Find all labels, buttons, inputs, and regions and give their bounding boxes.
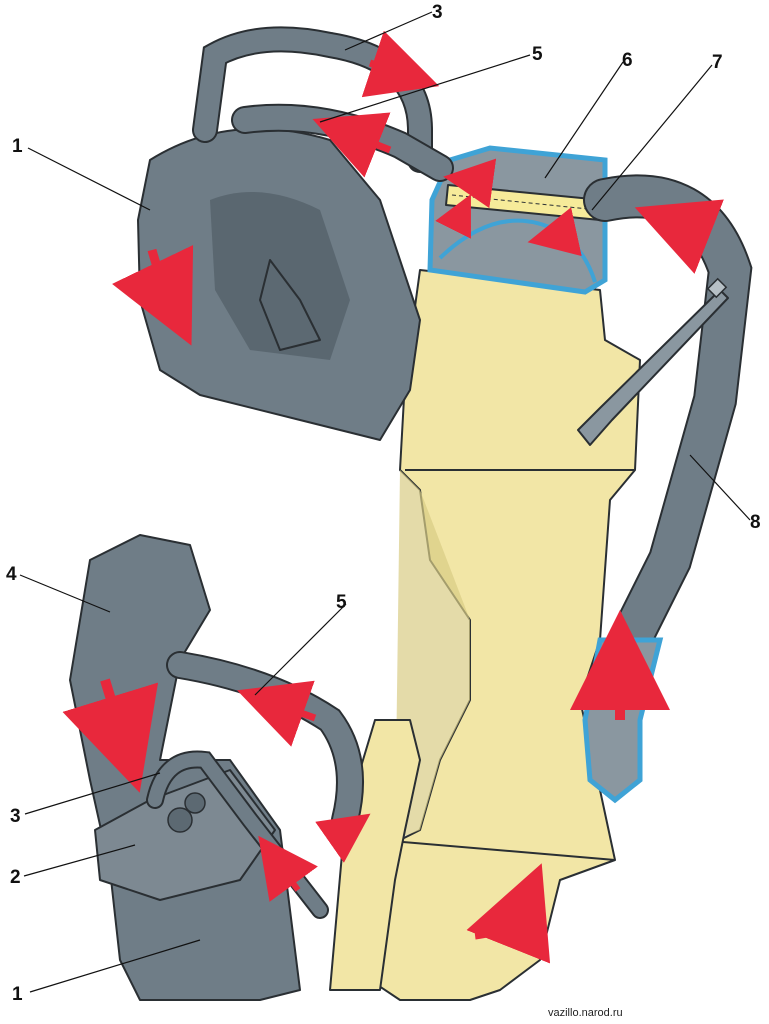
flow-arrow-filter-curve bbox=[435, 194, 472, 239]
callout-1-bottom: 1 bbox=[12, 984, 23, 1005]
flow-arrow-small bbox=[315, 813, 371, 863]
callout-6: 6 bbox=[622, 50, 633, 71]
filter-cover bbox=[427, 145, 608, 295]
hose-5-lower bbox=[166, 651, 364, 834]
hose-3-upper bbox=[192, 26, 440, 173]
flow-arrow-bottom bbox=[466, 863, 551, 964]
callout-3-top: 3 bbox=[432, 2, 443, 23]
callout-8: 8 bbox=[750, 512, 761, 533]
callout-3-bottom: 3 bbox=[10, 806, 21, 827]
flow-arrow-filter-mid bbox=[527, 207, 582, 257]
hose-8 bbox=[583, 174, 753, 662]
hose-3-lower bbox=[146, 750, 329, 919]
leader-lines bbox=[19, 11, 751, 993]
callout-7: 7 bbox=[712, 52, 723, 73]
flow-arrow-filter-top bbox=[443, 158, 497, 209]
watermark: vazillo.narod.ru bbox=[548, 1007, 623, 1019]
callout-1-top: 1 bbox=[12, 136, 23, 157]
temperature-sensor bbox=[577, 277, 729, 446]
hose-5-upper bbox=[231, 103, 454, 182]
callout-5-top: 5 bbox=[532, 44, 543, 65]
callout-5-bottom: 5 bbox=[336, 592, 347, 613]
callout-4: 4 bbox=[6, 564, 17, 585]
lower-chamber bbox=[570, 610, 670, 804]
callout-2: 2 bbox=[10, 867, 21, 888]
flow-arrow-upper-duct bbox=[111, 244, 194, 346]
intake-duct-upper bbox=[137, 127, 421, 441]
